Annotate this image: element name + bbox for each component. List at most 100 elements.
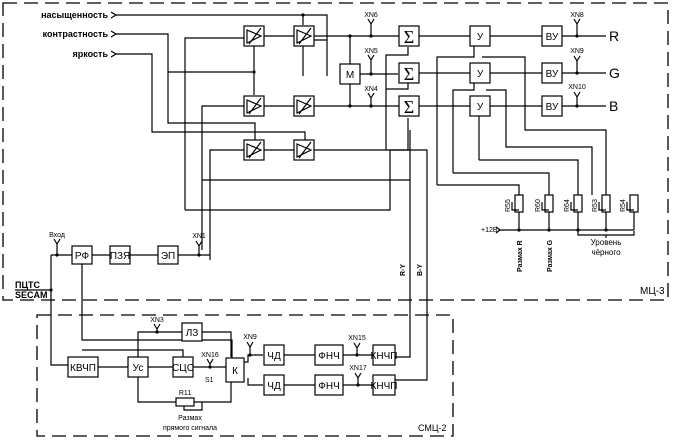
- svg-text:У: У: [477, 102, 484, 113]
- amp-b: У: [469, 95, 491, 117]
- wire-by-in: [201, 105, 244, 250]
- xn9b-connector: XN9: [243, 334, 257, 355]
- adjustable-amp-6: [293, 139, 315, 161]
- amp-r: У: [469, 25, 491, 47]
- block-knchp-1-label: КНЧП: [371, 351, 398, 362]
- amp-g: У: [469, 62, 491, 84]
- xn16-connector: XN16: [201, 352, 219, 367]
- block-k: [225, 357, 245, 383]
- svg-text:XN16: XN16: [201, 352, 219, 359]
- direct-swing-label-2: прямого сигнала: [163, 425, 217, 432]
- resistor-r55: R55: [505, 194, 524, 230]
- svg-text:R53: R53: [592, 199, 599, 212]
- r60-wire: [452, 83, 475, 173]
- output-b-label: B: [609, 98, 618, 114]
- summer-g: Σ: [398, 62, 420, 84]
- block-lz-label: ЛЗ: [186, 328, 199, 339]
- block-rf-label: РФ: [75, 251, 90, 262]
- output-r-label: R: [609, 28, 619, 44]
- module-mc3-label: МЦ-3: [640, 286, 665, 297]
- black-level-brace: [577, 231, 635, 238]
- summer-r: Σ: [398, 25, 420, 47]
- junction-dots: [49, 13, 608, 387]
- module-mc3-border: [2, 2, 669, 301]
- us-to-lz: [137, 331, 182, 357]
- svg-text:XN10: XN10: [568, 84, 586, 91]
- r11-label: R11: [179, 390, 191, 397]
- xn17-connector: XN17: [349, 365, 367, 385]
- block-knchp-2-label: КНЧП: [371, 381, 398, 392]
- black-level-label-2: чёрного: [591, 248, 621, 257]
- by-label: B-Y: [417, 264, 424, 276]
- svg-text:XN6: XN6: [364, 12, 378, 19]
- saturation-wire-2: [302, 39, 328, 76]
- block-fnch-1-label: ФНЧ: [318, 351, 340, 362]
- r60-wire-2: [453, 172, 550, 195]
- svg-text:ВУ: ВУ: [546, 32, 559, 43]
- svg-text:XN9: XN9: [243, 334, 257, 341]
- xn5-connector: XN5: [364, 48, 378, 74]
- summer-b: Σ: [398, 95, 420, 117]
- matrix-wires: [349, 36, 398, 106]
- entry-connector: Вход: [49, 232, 65, 255]
- contrast-input-label: контрастность: [43, 29, 109, 39]
- us-to-r11: [137, 377, 232, 403]
- xn1-connector: XN1: [192, 233, 206, 255]
- supply-label: +12В: [481, 227, 498, 234]
- ry-label: R-Y: [400, 264, 407, 276]
- xn10-connector: XN10: [568, 84, 586, 106]
- wire-r: [185, 150, 391, 211]
- adjustable-amp-1: [243, 25, 265, 47]
- r55-wire-2: [437, 184, 520, 195]
- block-knchp-1: [372, 344, 396, 366]
- block-chd-2-label: ЧД: [267, 381, 281, 392]
- black-level-label-1: Уровень: [591, 238, 622, 247]
- svg-text:R64: R64: [564, 199, 571, 212]
- svg-text:ВУ: ВУ: [546, 102, 559, 113]
- svg-text:R54: R54: [620, 199, 627, 212]
- adjustable-amp-3: [243, 95, 265, 117]
- direct-swing-label-1: Размах: [178, 415, 202, 422]
- svg-text:Σ: Σ: [404, 27, 414, 47]
- block-us-label: Ус: [133, 363, 144, 374]
- output-amp-r: ВУ: [541, 25, 563, 47]
- svg-text:XN1: XN1: [192, 233, 206, 240]
- svg-text:Вход: Вход: [49, 232, 65, 239]
- k-outputs: [244, 354, 263, 386]
- adjustable-amp-4: [293, 95, 315, 117]
- svg-text:XN5: XN5: [364, 48, 378, 55]
- saturation-input-arrow-icon: [110, 11, 118, 19]
- swing-g-label: Размах G: [547, 239, 554, 272]
- xn4-connector: XN4: [364, 86, 378, 106]
- block-pzya-label: ПЗЯ: [110, 251, 130, 262]
- adjustable-amp-5: [243, 139, 265, 161]
- swing-r-label: Размах R: [517, 240, 524, 272]
- svg-text:XN17: XN17: [349, 365, 367, 372]
- composite-label-1: ПЦТС: [15, 280, 41, 290]
- resistor-r60: R60: [535, 194, 554, 230]
- svg-text:XN15: XN15: [348, 335, 366, 342]
- amp-to-vu-wires: [490, 35, 542, 107]
- lz-to-k: [202, 331, 232, 357]
- wire-y-sum-g: [386, 82, 409, 90]
- contrast-wire: [116, 33, 256, 140]
- supply-arrow-icon: [495, 226, 501, 234]
- block-k-label: К: [232, 366, 238, 377]
- module-smc2-label: СМЦ-2: [418, 423, 447, 433]
- svg-text:XN8: XN8: [570, 12, 584, 19]
- by-wire: [395, 160, 428, 381]
- r64-wire: [479, 159, 579, 195]
- resistor-r11: [175, 397, 195, 407]
- wire-y-sum-b: [386, 118, 409, 151]
- resistor-r54: R54: [620, 194, 639, 230]
- svg-text:У: У: [477, 32, 484, 43]
- switch-label: S1: [205, 377, 214, 384]
- svg-text:XN9: XN9: [570, 48, 584, 55]
- ry-wire: [395, 180, 411, 358]
- sum-to-amp-wires: [419, 35, 470, 107]
- r11-wiper: [183, 402, 203, 411]
- vu-out-wires: [562, 35, 606, 107]
- composite-label-2: SECAM: [15, 290, 48, 300]
- resistor-r64: R64: [564, 194, 583, 230]
